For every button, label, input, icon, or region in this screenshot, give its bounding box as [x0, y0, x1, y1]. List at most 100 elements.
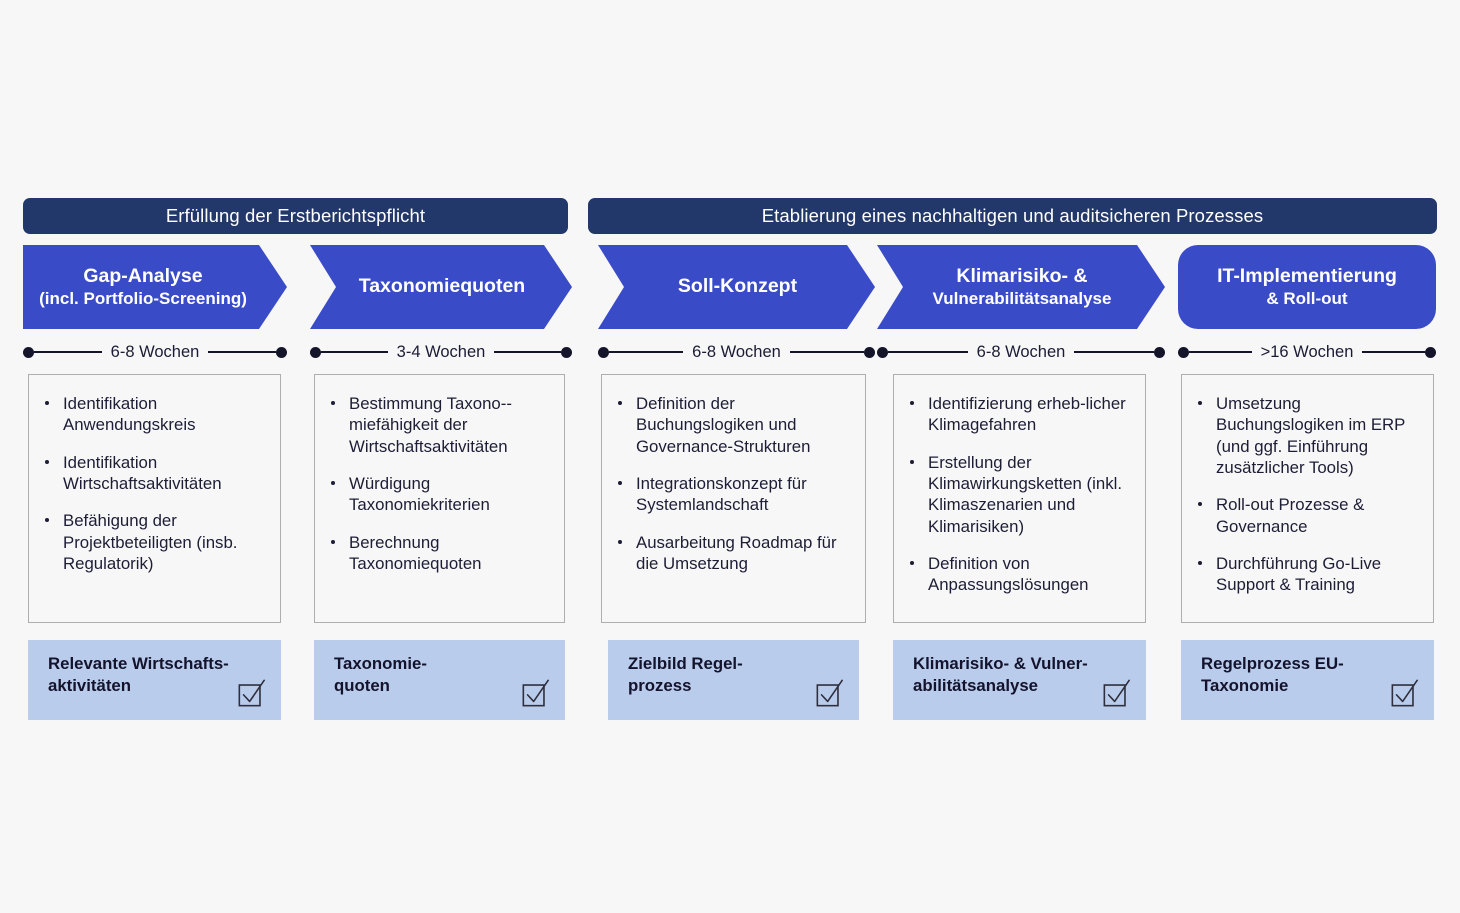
deliverable-box-0: Relevante Wirtschafts- aktivitäten [28, 640, 281, 720]
stage-subtitle: Vulnerabilitätsanalyse [932, 288, 1112, 308]
bullet-icon [618, 401, 622, 405]
task-text: Identifikation Wirtschaftsaktivitäten [63, 452, 222, 493]
bullet-icon [45, 518, 49, 523]
bullet-icon [1198, 502, 1202, 507]
duration-bar-4: >16 Wochen [1178, 340, 1436, 364]
task-box-3: Identifizierung erheb-licher Klimagefahr… [893, 374, 1146, 623]
duration-dot-left [23, 346, 34, 358]
bullet-icon [1198, 401, 1202, 405]
task-text: Identifizierung erheb-licher Klimagefahr… [928, 394, 1126, 435]
deliverable-label: Klimarisiko- & Vulner- abilitätsanalyse [913, 654, 1088, 695]
checkbox-checked-icon [816, 679, 843, 707]
duration-bar-1: 3-4 Wochen [310, 340, 573, 364]
task-list: Bestimmung Taxono-­miefähigkeit der Wirt… [329, 393, 550, 574]
phase-group-label: Erfüllung der Erstberichtspflicht [165, 205, 426, 226]
stage-arrow-taxonomiequoten[interactable]: Taxonomiequoten [310, 245, 572, 329]
task-text: Bestimmung Taxono-­miefähigkeit der Wirt… [349, 394, 512, 456]
bullet-icon [45, 459, 49, 464]
deliverable-label: Zielbild Regel- prozess [628, 654, 743, 695]
bullet-icon [618, 480, 622, 485]
duration-label: 6-8 Wochen [110, 342, 200, 361]
duration-line-left [321, 351, 388, 353]
duration-dot-right [1425, 346, 1436, 358]
deliverable-box-3: Klimarisiko- & Vulner- abilitätsanalyse [893, 640, 1146, 720]
task-item: Integrationskonzept für Systemlandschaft [616, 473, 851, 516]
checkbox-checked-icon [522, 679, 549, 707]
duration-dot-right [276, 346, 288, 358]
stage-title: IT-Implementierung [1217, 264, 1397, 287]
stage-arrow-soll-konzept[interactable]: Soll-Konzept [598, 245, 875, 329]
task-text: Integrationskonzept für Systemlandschaft [636, 473, 807, 515]
bullet-icon [910, 459, 914, 464]
duration-line-left [34, 351, 102, 353]
task-item: Umsetzung Buchungslogiken im ERP (und gg… [1196, 393, 1419, 478]
checkbox-checked-icon [238, 679, 265, 707]
duration-line-left [888, 351, 968, 353]
duration-line-right [208, 351, 277, 353]
task-box-4: Umsetzung Buchungslogiken im ERP (und gg… [1181, 374, 1434, 623]
duration-dot-left [877, 346, 888, 358]
task-item: Definition von Anpassungslösungen [908, 553, 1131, 596]
phase-group-label: Etablierung eines nachhaltigen und audit… [761, 205, 1264, 226]
task-item: Roll-out Prozesse & Governance [1196, 494, 1419, 537]
deliverable-label: Regelprozess EU- Taxonomie [1201, 654, 1344, 695]
task-item: Würdigung Taxonomiekriterien [329, 473, 550, 516]
stage-arrow-klimarisiko-vulnerabilitaetsanalyse[interactable]: Klimarisiko- & Vulnerabilitätsanalyse [877, 245, 1165, 329]
deliverable-box-4: Regelprozess EU- Taxonomie [1181, 640, 1434, 720]
duration-bar-0: 6-8 Wochen [23, 340, 288, 364]
duration-label: 6-8 Wochen [976, 342, 1066, 361]
task-text: Erstellung der Klimawirkungsketten (inkl… [928, 452, 1122, 536]
phase-group-header-1: Etablierung eines nachhaltigen und audit… [588, 198, 1437, 234]
task-text: Umsetzung Buchungslogiken im ERP (und gg… [1216, 394, 1406, 477]
task-box-0: Identifikation Anwendungskreis Identifik… [28, 374, 281, 623]
task-item: Identifikation Wirtschaftsaktivitäten [43, 452, 266, 495]
task-text: Roll-out Prozesse & Governance [1216, 495, 1365, 536]
task-item: Bestimmung Taxono-­miefähigkeit der Wirt… [329, 393, 550, 457]
checkbox-checked-icon [1391, 679, 1418, 707]
bullet-icon [910, 401, 914, 405]
task-item: Berechnung Taxonomiequoten [329, 532, 550, 575]
task-text: Definition der Buchungslogiken und Gover… [636, 394, 811, 456]
stage-box-it-implementierung[interactable]: IT-Implementierung & Roll-out [1178, 245, 1436, 329]
bullet-icon [331, 401, 335, 405]
duration-line-right [494, 351, 562, 353]
duration-line-left [1189, 351, 1252, 353]
task-item: Identifizierung erheb-licher Klimagefahr… [908, 393, 1131, 436]
task-text: Durchführung Go-Live Support & Training [1216, 553, 1382, 595]
task-box-2: Definition der Buchungslogiken und Gover… [601, 374, 866, 623]
task-text: Würdigung Taxonomiekriterien [349, 473, 490, 515]
duration-dot-left [1178, 346, 1189, 358]
task-list: Definition der Buchungslogiken und Gover… [616, 393, 851, 574]
phase-group-header-0: Erfüllung der Erstberichtspflicht [23, 198, 568, 234]
stage-arrow-gap-analyse[interactable]: Gap-Analyse (incl. Portfolio-Screening) [23, 245, 287, 329]
stage-title: Soll-Konzept [677, 275, 798, 297]
duration-bar-2: 6-8 Wochen [598, 340, 876, 364]
duration-dot-left [310, 346, 321, 358]
task-text: Berechnung Taxonomiequoten [349, 532, 482, 573]
stage-arrow-row: Gap-Analyse (incl. Portfolio-Screening) … [0, 245, 1460, 329]
task-text: Definition von Anpassungslösungen [928, 553, 1089, 595]
duration-label: >16 Wochen [1260, 342, 1354, 361]
deliverable-label: Relevante Wirtschafts- aktivitäten [48, 654, 229, 695]
duration-bar-3: 6-8 Wochen [877, 340, 1166, 364]
bullet-icon [331, 539, 335, 544]
task-item: Erstellung der Klimawirkungsketten (inkl… [908, 452, 1131, 537]
stage-title: Klimarisiko- & [956, 264, 1088, 287]
bullet-icon [1198, 560, 1202, 565]
task-item: Befähigung der Projektbeteiligten (insb.… [43, 510, 266, 574]
deliverable-label: Taxonomie- quoten [334, 654, 427, 695]
duration-line-right [1074, 351, 1155, 353]
deliverable-box-1: Taxonomie- quoten [314, 640, 565, 720]
task-item: Ausarbeitung Roadmap für die Umsetzung [616, 532, 851, 575]
stage-subtitle: (incl. Portfolio-Screening) [39, 288, 247, 308]
task-box-1: Bestimmung Taxono-­miefähigkeit der Wirt… [314, 374, 565, 623]
duration-dot-right [1154, 346, 1166, 358]
deliverable-box-2: Zielbild Regel- prozess [608, 640, 859, 720]
duration-line-right [1362, 351, 1425, 353]
task-item: Identifikation Anwendungskreis [43, 393, 266, 436]
task-list: Identifizierung erheb-licher Klimagefahr… [908, 393, 1131, 596]
task-item: Durchführung Go-Live Support & Training [1196, 553, 1419, 596]
bullet-icon [910, 560, 914, 565]
stage-title: Gap-Analyse [83, 264, 203, 287]
